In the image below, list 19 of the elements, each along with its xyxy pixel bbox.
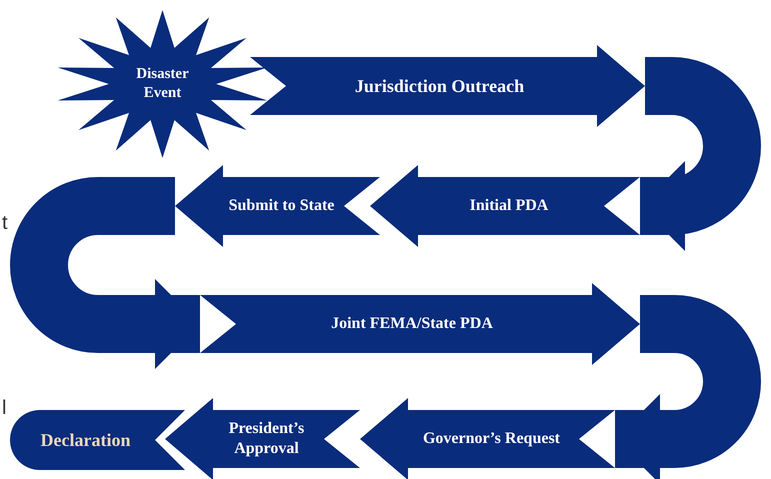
arrow-shape xyxy=(250,45,645,127)
step-label: Disaster Event xyxy=(135,65,190,103)
step-label: Declaration xyxy=(40,428,130,452)
step-label: President’s Approval xyxy=(228,419,306,459)
step-label: Governor’s Request xyxy=(422,429,560,449)
arrow-shape xyxy=(360,398,615,479)
arrow-shape xyxy=(175,165,380,247)
arrow-shape xyxy=(165,398,360,479)
arrow-shape xyxy=(200,283,640,365)
cut-off-text: l xyxy=(2,396,6,421)
u-turn-arrow xyxy=(10,177,200,369)
rounded-end-shape xyxy=(10,410,185,470)
step-label: Submit to State xyxy=(228,196,334,216)
u-turn-arrow xyxy=(640,57,761,251)
cut-off-text: t xyxy=(2,211,8,236)
step-label: Initial PDA xyxy=(470,196,548,216)
arrow-shape xyxy=(370,165,640,247)
step-label: Joint FEMA/State PDA xyxy=(331,314,493,334)
step-label: Jurisdiction Outreach xyxy=(354,74,524,98)
